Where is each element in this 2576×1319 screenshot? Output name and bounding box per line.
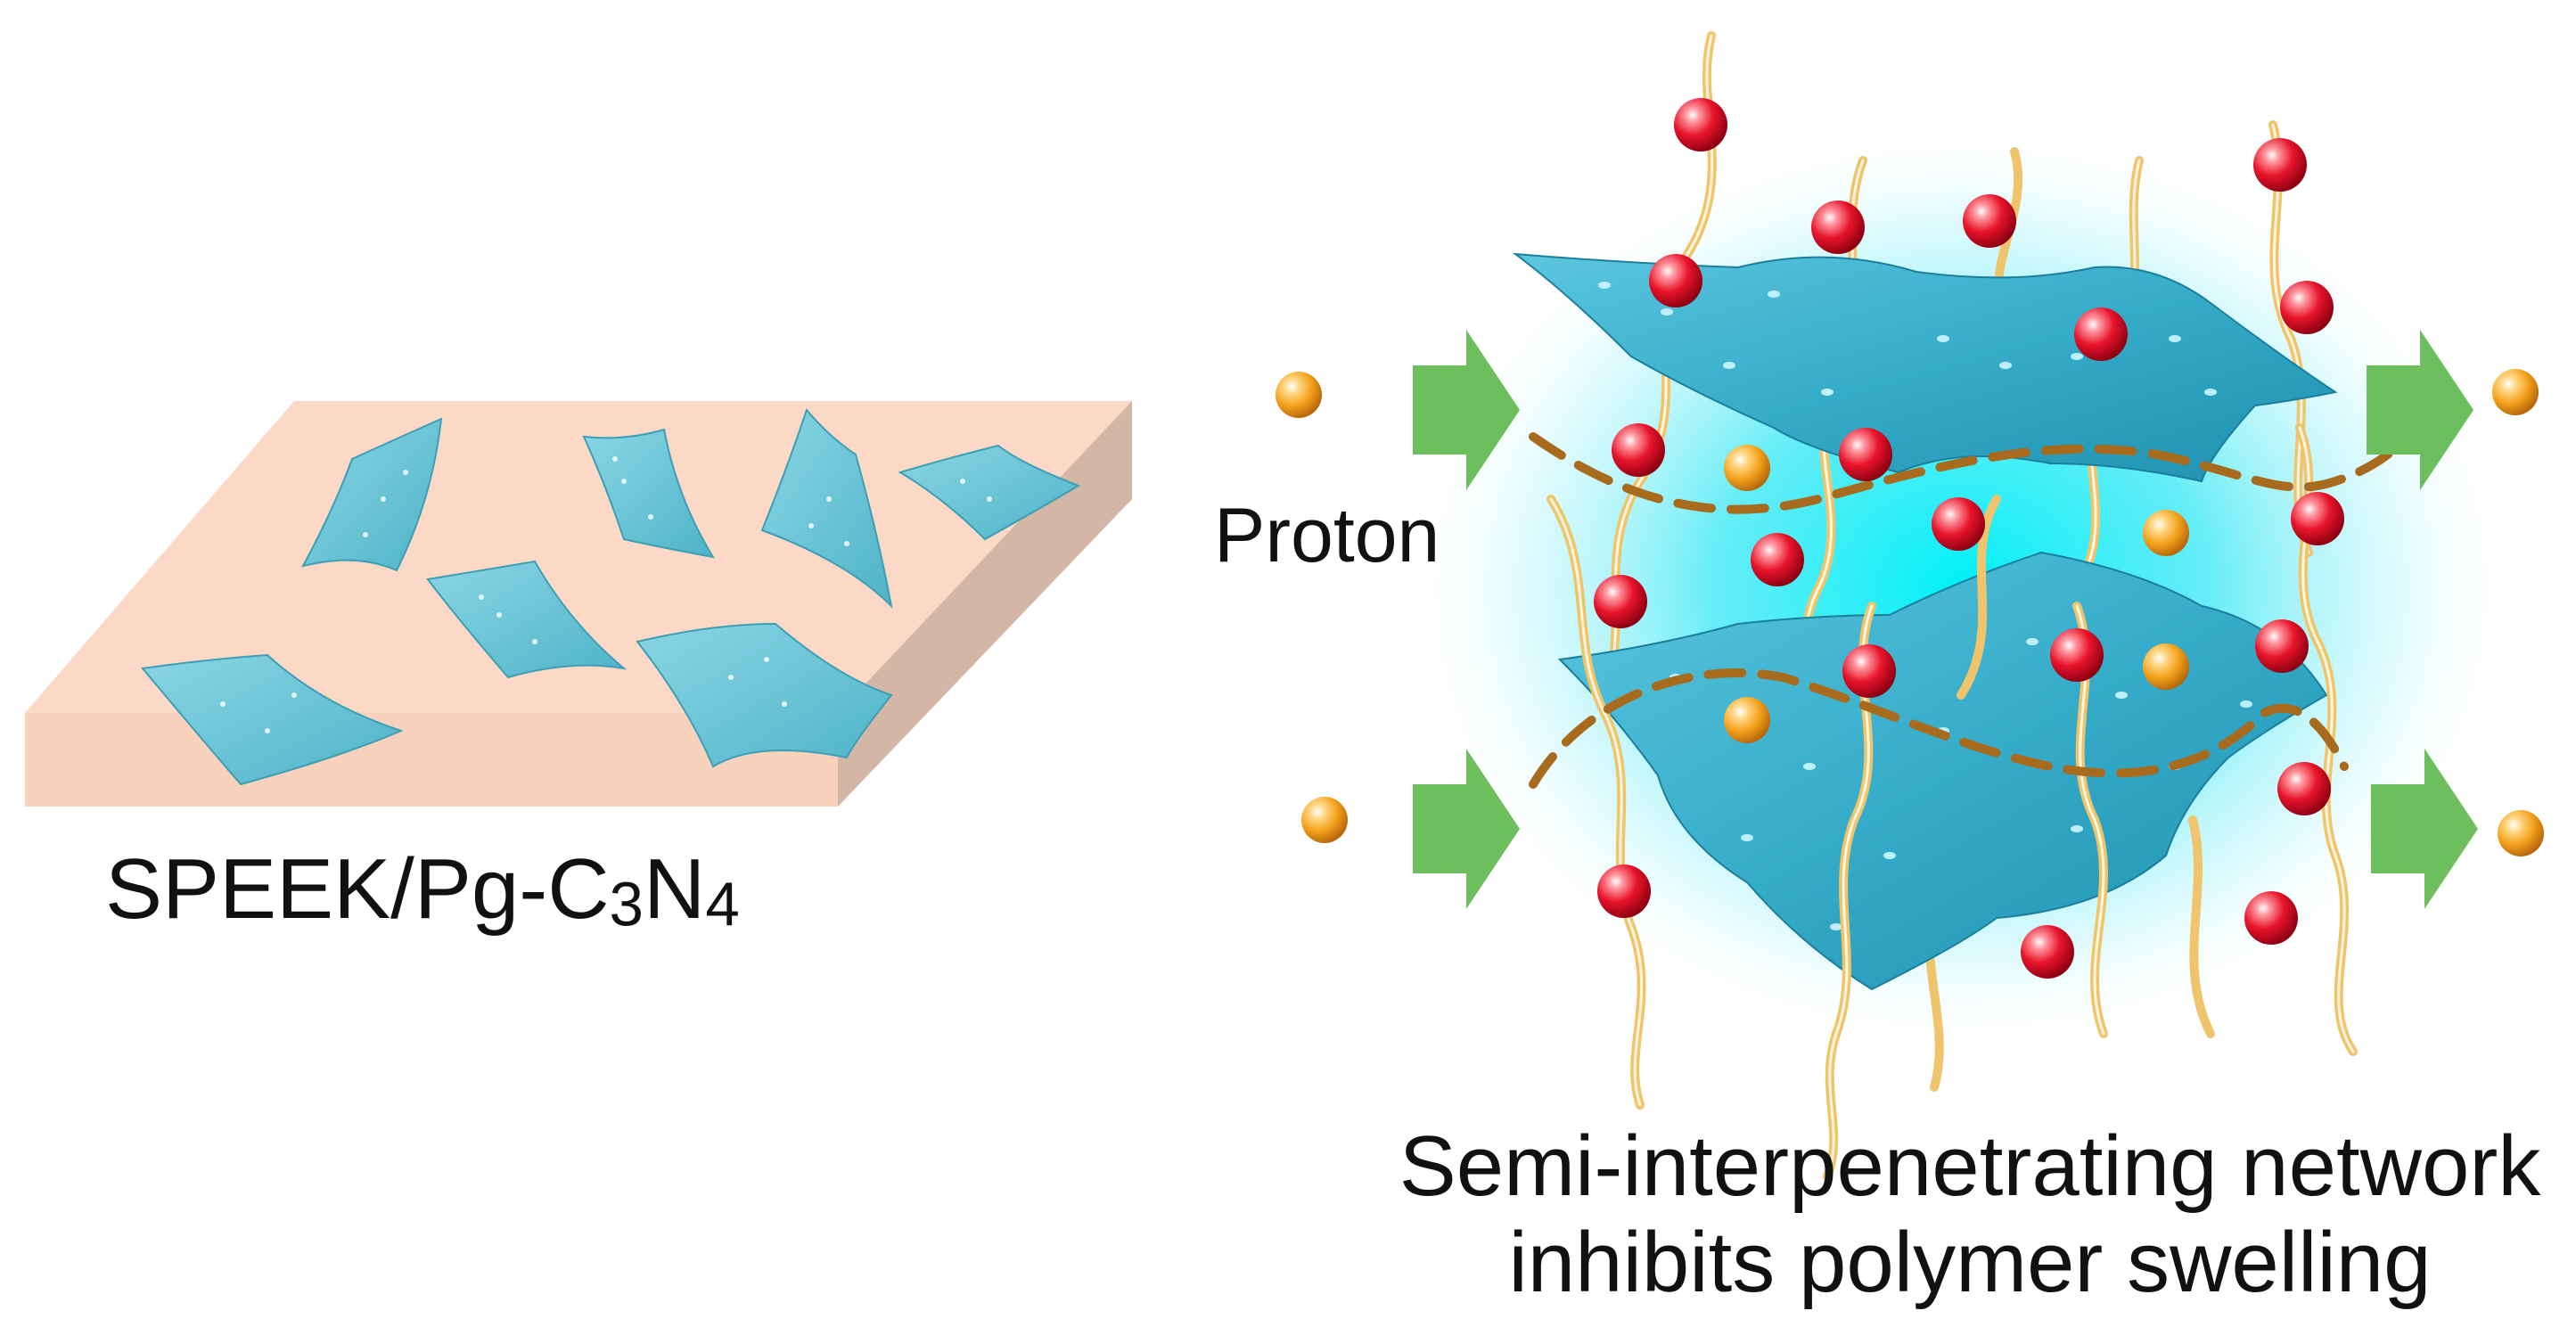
polymer-chain-icon (2188, 815, 2215, 1038)
nanosheet-icon (898, 444, 1081, 541)
sulfonic-group-icon (2280, 281, 2334, 334)
sulfonic-group-icon (2074, 307, 2128, 361)
protons (1276, 369, 2544, 856)
sulfonic-group-icon (1597, 864, 1651, 918)
sulfonic-group-icon (1932, 497, 1985, 551)
nanosheet-pores (220, 456, 992, 733)
nanosheet-icon (301, 417, 443, 572)
flow-arrow-icon (1413, 749, 1520, 909)
proton-path-upper (1529, 414, 2429, 514)
nanosheet-icon (582, 428, 716, 559)
membrane-side-face (838, 401, 1132, 807)
sulfonic-group-icon (2050, 628, 2104, 682)
flow-arrows (1413, 330, 2478, 909)
sulfonic-group-icon (1839, 428, 1892, 481)
sulfonic-group-icon (2253, 138, 2307, 192)
network-caption: Semi-interpenetrating network inhibits p… (1391, 1118, 2549, 1312)
sulfonic-group-icon (1594, 575, 1647, 628)
nanosheet-upper (1512, 252, 2338, 483)
proton-icon (1724, 445, 1770, 491)
proton-icon (2143, 643, 2189, 690)
sulfonic-group-icon (2021, 925, 2074, 979)
nanosheet-icon (760, 407, 893, 609)
sulfonic-group-icon (2291, 492, 2344, 545)
nanosheet-icon (141, 653, 404, 786)
proton-path-lower (1529, 668, 2349, 789)
proton-icon (1276, 372, 1322, 418)
flow-arrow-icon (1413, 330, 1520, 490)
proton-icon (1301, 797, 1348, 843)
sulfonic-group-icon (1649, 254, 1702, 307)
sulfonic-group-icon (1963, 194, 2016, 248)
sulfonic-group-icon (1751, 533, 1804, 586)
polymer-chain-icon (1957, 495, 2001, 700)
proton-icon (2492, 369, 2539, 415)
network-caption-line1: Semi-interpenetrating network (1399, 1118, 2541, 1214)
sulfonic-group-icon (1674, 98, 1727, 152)
flow-arrow-icon (2371, 749, 2478, 909)
nanosheets-group (141, 407, 1081, 786)
proton-label: Proton (1214, 493, 1440, 578)
proton-icon (2143, 510, 2189, 556)
network-caption-line2: inhibits polymer swelling (1508, 1215, 2432, 1311)
nanosheet-icon (426, 560, 628, 679)
flow-arrow-icon (2367, 330, 2473, 490)
proton-icon (2498, 810, 2544, 856)
sulfonic-group-icon (1842, 644, 1896, 698)
nanosheet-icon (636, 622, 893, 768)
sulfonic-group-icon (2277, 762, 2331, 815)
sulfonic-group-icon (2255, 619, 2309, 673)
composite-label: SPEEK/Pg-C3N4 (105, 847, 740, 935)
composite-label-sub1: 3 (609, 869, 644, 939)
sulfonic-groups (1594, 98, 2344, 979)
composite-label-main: SPEEK/Pg-C (105, 841, 610, 937)
proton-icon (1724, 697, 1770, 743)
composite-label-mid: N (643, 841, 706, 937)
sulfonic-group-icon (1811, 201, 1865, 254)
proton-pathways (1529, 414, 2429, 789)
sulfonic-group-icon (1612, 423, 1665, 477)
composite-label-sub2: 4 (705, 869, 740, 939)
sulfonic-group-icon (2244, 891, 2298, 945)
nanosheet-lower (1557, 551, 2328, 991)
